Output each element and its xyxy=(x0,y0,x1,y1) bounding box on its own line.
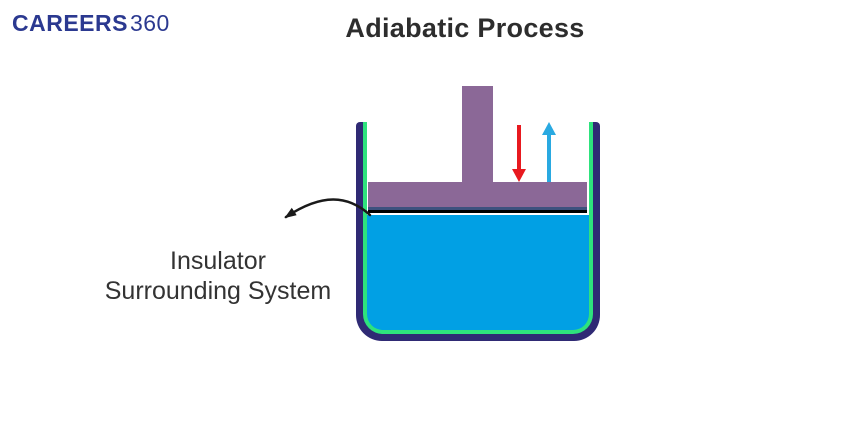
piston-rod xyxy=(462,86,493,183)
logo-text-360: 360 xyxy=(129,10,170,36)
insulator-label: Insulator Surrounding System xyxy=(78,246,358,306)
label-pointer-arrow-icon xyxy=(284,198,372,219)
down-arrow-shaft xyxy=(517,125,521,170)
piston-plate-edge xyxy=(368,182,587,210)
page-title: Adiabatic Process xyxy=(345,13,585,43)
insulator-label-line1: Insulator xyxy=(170,247,266,275)
insulator-label-line2: Surrounding System xyxy=(104,277,332,305)
logo-text-careers: CAREERS xyxy=(12,10,128,36)
down-arrow-head xyxy=(512,169,526,182)
pointer-arrow-curve xyxy=(284,198,372,219)
up-arrow-shaft xyxy=(547,134,551,182)
up-arrow-head xyxy=(542,122,556,135)
careers360-logo[interactable]: CAREERS360 xyxy=(12,10,170,37)
